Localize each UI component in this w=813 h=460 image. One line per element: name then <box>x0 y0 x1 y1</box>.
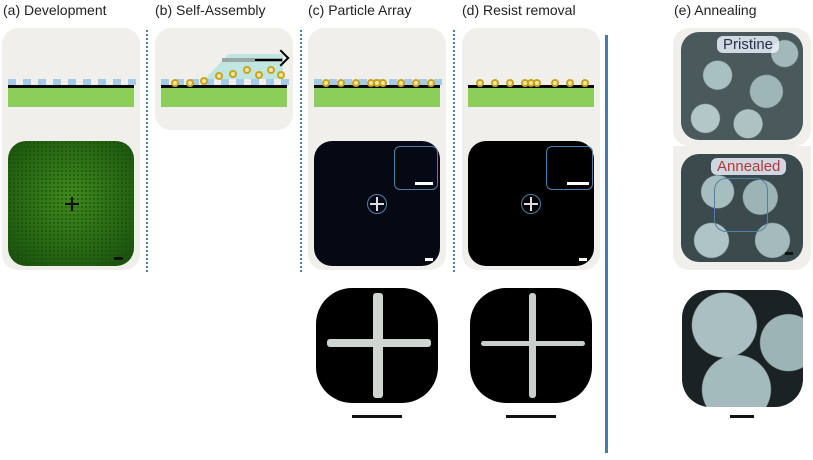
inset-scale-bar <box>567 182 589 185</box>
nanoparticle <box>277 71 285 79</box>
darkfield-micrograph <box>468 141 594 266</box>
substrate <box>161 88 287 107</box>
resist-pattern <box>8 79 136 85</box>
scale-bar <box>425 258 433 261</box>
panel-e-label: (e) Annealing <box>674 2 757 18</box>
zoom-cross-d <box>470 288 592 403</box>
divider-solid <box>605 35 608 453</box>
nanoparticle <box>533 79 541 87</box>
panel-a-card <box>2 28 140 270</box>
resist-pattern <box>161 79 289 85</box>
particle-cross-v <box>529 293 536 398</box>
inset-scale-bar <box>415 182 433 185</box>
nanoparticle <box>506 79 514 87</box>
sem-zoom <box>682 290 803 407</box>
particle-cross-v <box>373 293 383 398</box>
nanoparticle <box>200 77 208 85</box>
darkfield-micrograph <box>314 141 440 266</box>
panel-a-label: (a) Development <box>3 2 107 18</box>
zoom-cross-c <box>316 288 438 403</box>
nanoparticle <box>491 79 499 87</box>
annealed-label: Annealed <box>711 158 787 175</box>
panel-b-label: (b) Self-Assembly <box>155 2 266 18</box>
divider-ab <box>146 30 148 272</box>
scale-bar-c <box>352 415 402 418</box>
nanoparticle <box>379 79 387 87</box>
divider-bc <box>300 30 302 272</box>
zoom-frame <box>714 178 768 232</box>
cross-marker-v <box>71 197 73 211</box>
nanoparticle <box>322 79 330 87</box>
nanoparticle <box>267 66 275 74</box>
nanoparticle <box>171 79 179 87</box>
sem-pristine: Pristine <box>681 32 803 140</box>
divider-cd <box>453 30 455 272</box>
nanoparticle <box>352 79 360 87</box>
zoom-circle <box>521 194 541 214</box>
nanoparticle <box>412 79 420 87</box>
metal-film <box>8 85 134 88</box>
cross-v <box>376 197 378 211</box>
panel-d-card <box>462 28 600 270</box>
cross-v <box>530 197 532 211</box>
scale-bar <box>114 257 123 260</box>
panel-c-label: (c) Particle Array <box>308 2 412 18</box>
nanoparticle <box>551 79 559 87</box>
blade <box>222 58 283 62</box>
nanoparticle <box>476 79 484 87</box>
substrate <box>8 88 134 107</box>
nanoparticle <box>581 79 589 87</box>
inset-frame <box>394 146 438 190</box>
substrate <box>468 88 594 107</box>
nanoparticle <box>255 71 263 79</box>
nanoparticle <box>215 72 223 80</box>
panel-e-annealed-card: Annealed <box>673 146 811 270</box>
nanoparticle <box>427 79 435 87</box>
arrow-shaft <box>255 59 282 61</box>
nanoparticle <box>229 70 237 78</box>
scale-bar-e <box>730 415 754 418</box>
zoom-circle <box>367 194 387 214</box>
nanoparticle <box>566 79 574 87</box>
optical-micrograph <box>8 141 134 266</box>
nanoparticle <box>186 79 194 87</box>
metal-film <box>161 85 287 88</box>
panel-c-card <box>308 28 446 270</box>
pristine-label: Pristine <box>717 36 780 53</box>
sem-annealed: Annealed <box>681 154 803 262</box>
scale-bar <box>579 258 587 261</box>
scale-bar-d <box>506 415 556 418</box>
panel-e-pristine-card: Pristine <box>673 28 811 146</box>
nanoparticle <box>243 66 251 74</box>
panel-d-label: (d) Resist removal <box>462 2 576 18</box>
nanoparticle <box>337 79 345 87</box>
inset-frame <box>546 146 593 190</box>
nanoparticle <box>397 79 405 87</box>
substrate <box>314 88 440 107</box>
scale-bar <box>785 252 793 255</box>
panel-b-card <box>155 28 293 130</box>
